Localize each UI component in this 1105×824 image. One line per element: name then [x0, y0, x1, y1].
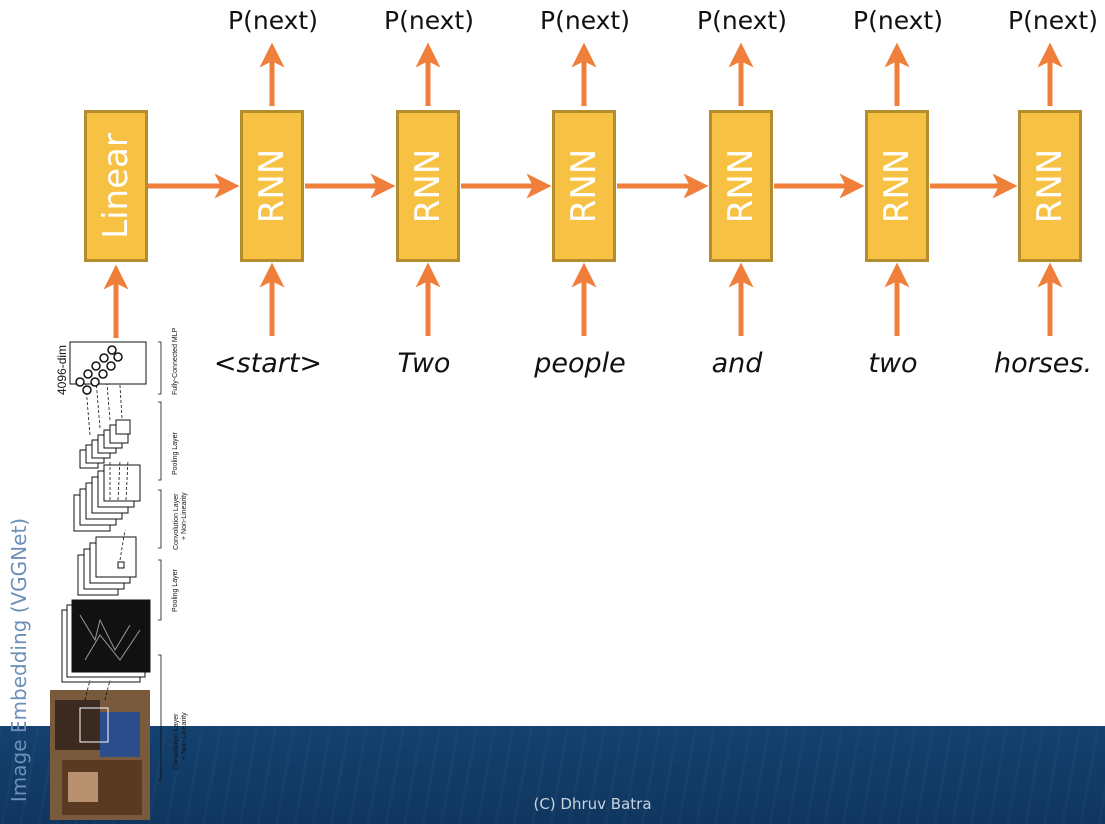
image-embedding-label: Image Embedding (VGGNet): [7, 517, 31, 803]
label-conv2-a: Convolution Layer: [173, 493, 180, 550]
input-word-6: horses.: [993, 348, 1093, 379]
input-word-2: Two: [397, 348, 451, 379]
output-label-4: P(next): [697, 6, 787, 35]
layer-brackets: [158, 341, 162, 781]
cnn-connections: [84, 353, 129, 701]
input-word-5: two: [868, 348, 918, 379]
rnn-label: RNN: [877, 148, 917, 224]
rnn-label: RNN: [408, 148, 448, 224]
label-pool1: Pooling Layer: [172, 569, 179, 612]
rnn-label: RNN: [721, 148, 761, 224]
dim-label: 4096-dim: [55, 345, 69, 395]
footer-band: [0, 726, 1105, 824]
output-label-2: P(next): [384, 6, 474, 35]
rnn-box-2: RNN: [396, 110, 460, 262]
conv1-feature-maps: [61, 599, 151, 683]
rnn-label: RNN: [564, 148, 604, 224]
input-word-4: and: [711, 348, 763, 379]
linear-label: Linear: [96, 133, 136, 239]
rnn-box-4: RNN: [709, 110, 773, 262]
rnn-box-5: RNN: [865, 110, 929, 262]
linear-box: Linear: [84, 110, 148, 262]
input-word-1: <start>: [213, 348, 323, 379]
input-word-3: people: [534, 348, 626, 379]
rnn-box-3: RNN: [552, 110, 616, 262]
pool1-feature-maps: [77, 536, 137, 596]
rnn-label: RNN: [252, 148, 292, 224]
output-label-6: P(next): [1008, 6, 1098, 35]
label-pool2: Pooling Layer: [172, 432, 179, 475]
label-conv1-b: + Non-Linearity: [181, 712, 188, 760]
pool2-feature-maps: [79, 419, 131, 469]
rnn-box-1: RNN: [240, 110, 304, 262]
label-conv1-a: Convolution Layer: [173, 713, 180, 770]
cnn-diagram: Fully-Connected MLP Pooling Layer Convol…: [50, 327, 188, 820]
input-photo: [50, 690, 150, 820]
output-label-5: P(next): [853, 6, 943, 35]
conv2-feature-maps: [73, 464, 141, 532]
output-label-3: P(next): [540, 6, 630, 35]
rnn-label: RNN: [1030, 148, 1070, 224]
output-label-1: P(next): [228, 6, 318, 35]
fc-mlp: [69, 341, 147, 395]
rnn-box-6: RNN: [1018, 110, 1082, 262]
label-fc: Fully-Connected MLP: [172, 327, 179, 395]
footer-credit: (C) Dhruv Batra: [533, 795, 652, 813]
label-conv2-b: + Non-Linearity: [181, 492, 188, 540]
